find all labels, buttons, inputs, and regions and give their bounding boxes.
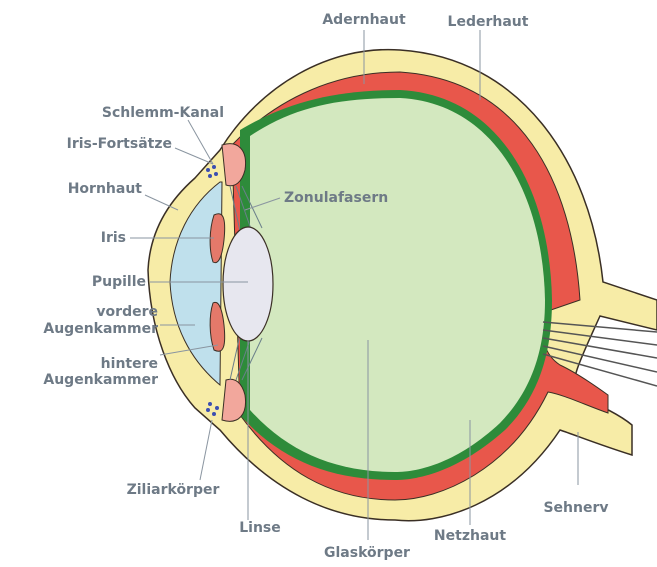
label-sehnerv: Sehnerv — [543, 500, 608, 516]
label-ziliarkoerper: Ziliarkörper — [127, 482, 220, 498]
label-netzhaut: Netzhaut — [434, 528, 506, 544]
label-lederhaut: Lederhaut — [448, 14, 529, 30]
label-iris-fortsaetze: Iris-Fortsätze — [67, 136, 172, 152]
label-vordere: vordere — [96, 304, 158, 320]
label-hintere-augenkammer: Augenkammer — [43, 372, 158, 388]
label-hintere: hintere — [101, 356, 158, 372]
label-glaskoerper: Glaskörper — [324, 545, 410, 561]
lens — [223, 227, 273, 341]
label-pupille: Pupille — [92, 274, 146, 290]
label-schlemm-kanal: Schlemm-Kanal — [102, 105, 224, 121]
label-adernhaut: Adernhaut — [322, 12, 406, 28]
vitreous-body — [250, 98, 545, 472]
label-zonulafasern: Zonulafasern — [284, 190, 388, 206]
label-vordere-augenkammer: Augenkammer — [43, 321, 158, 337]
label-hornhaut: Hornhaut — [68, 181, 143, 197]
label-iris: Iris — [101, 230, 126, 246]
label-linse: Linse — [239, 520, 281, 536]
